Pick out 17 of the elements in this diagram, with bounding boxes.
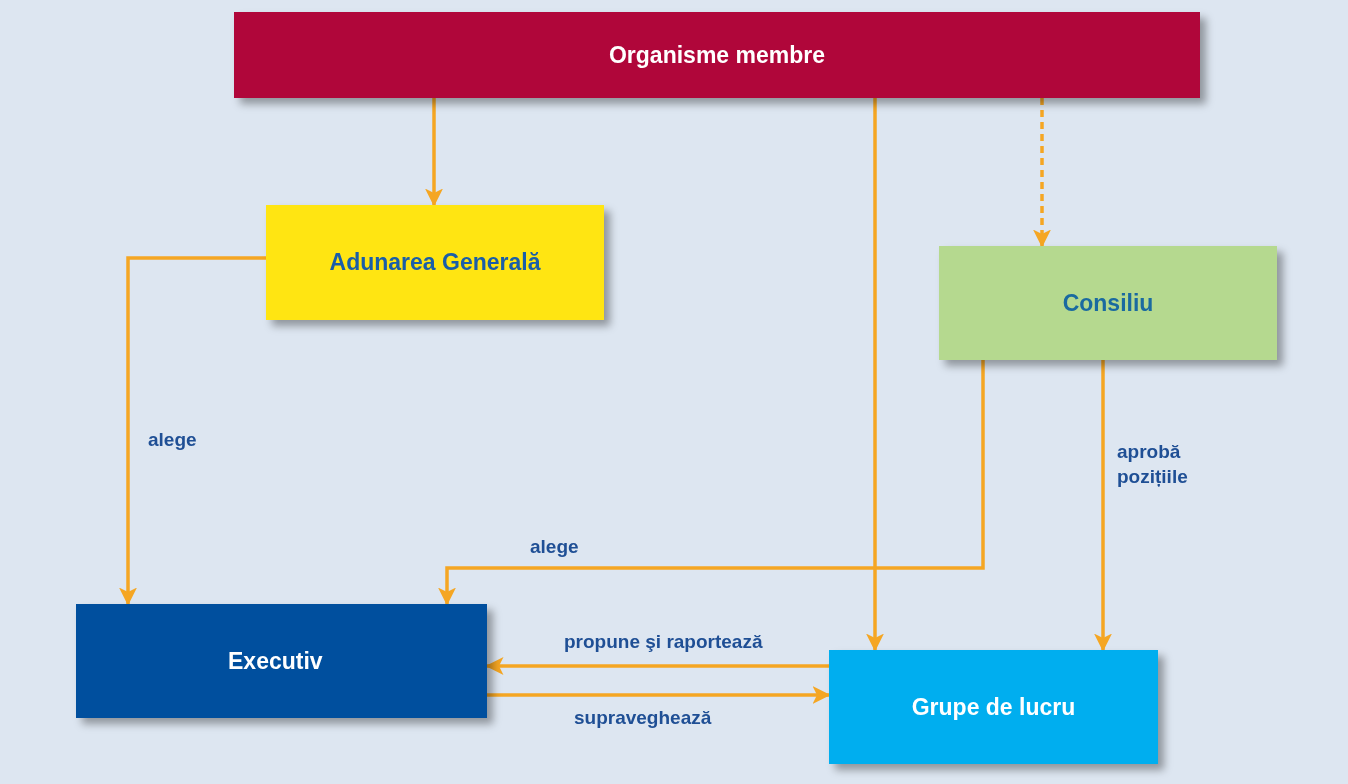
- box-label: Grupe de lucru: [911, 693, 1076, 721]
- box-label: Adunarea Generală: [329, 249, 541, 276]
- arrow: [1033, 98, 1051, 248]
- arrow: [866, 98, 884, 652]
- box-label: Executiv: [228, 647, 323, 675]
- arrow: [487, 686, 831, 704]
- box-label: Organisme membre: [609, 41, 825, 69]
- org-box: [76, 604, 487, 718]
- arrow: [438, 360, 985, 606]
- org-box: [939, 246, 1277, 360]
- arrow: [1094, 360, 1112, 652]
- arrow: [425, 98, 443, 207]
- box-label: Consiliu: [1062, 289, 1154, 317]
- arrow: [119, 256, 266, 606]
- org-box: [234, 12, 1200, 98]
- org-box: [829, 650, 1158, 764]
- org-box: [266, 205, 604, 320]
